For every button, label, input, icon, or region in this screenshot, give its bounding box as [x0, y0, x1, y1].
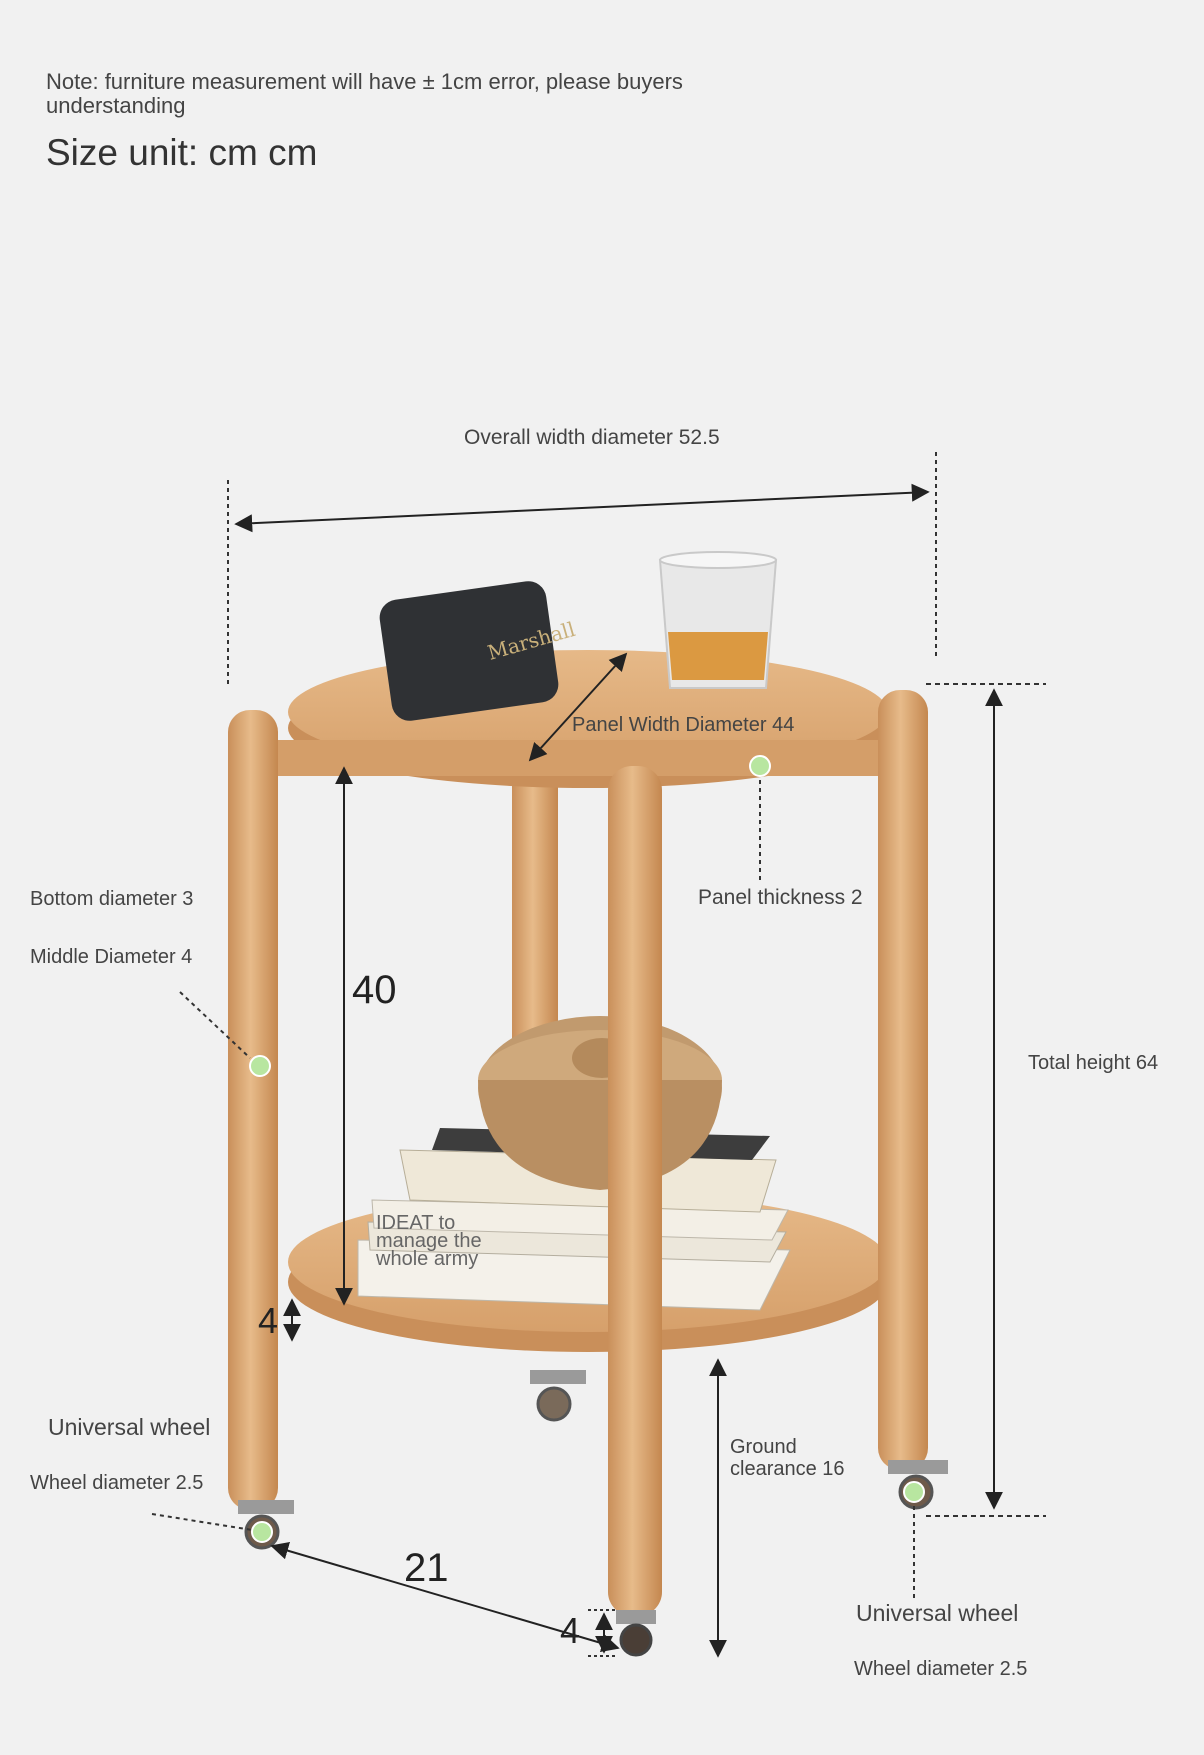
glass-prop [658, 551, 778, 689]
book-spine-text: IDEAT to manage the whole army [376, 1212, 482, 1270]
right-wheel-marker [903, 1481, 925, 1503]
middle-diameter-marker [249, 1055, 271, 1077]
left-leg [228, 710, 278, 1510]
back-leg [512, 740, 558, 1060]
middle-diameter-label: Middle Diameter 4 [30, 946, 193, 968]
front-wheel [616, 1610, 656, 1657]
left-wheel-name: Universal wheel [48, 1414, 211, 1440]
overall-width-arrow [234, 483, 930, 533]
right-wheel-diameter: Wheel diameter 2.5 [854, 1658, 1028, 1680]
shelf-thickness-label: 4 [258, 1300, 279, 1341]
wheel-height-label: 4 [560, 1610, 581, 1651]
right-leg [878, 690, 928, 1470]
middle-diameter-guide [179, 991, 251, 1059]
panel-width-arrow [528, 652, 628, 762]
panel-thickness-label: Panel thickness 2 [698, 886, 863, 909]
size-unit-heading: Size unit: cm cm [46, 132, 318, 173]
measurement-note: Note: furniture measurement will have ± … [46, 69, 683, 118]
left-wheel-guide [151, 1513, 253, 1531]
leg-spacing-label: 21 [404, 1546, 449, 1590]
ground-clearance-label: Ground clearance 16 [730, 1436, 845, 1480]
overall-width-label: Overall width diameter 52.5 [464, 426, 720, 449]
left-wheel-diameter: Wheel diameter 2.5 [30, 1472, 204, 1494]
shelf-gap-label: 40 [352, 968, 397, 1012]
total-height-label: Total height 64 [1028, 1052, 1159, 1074]
panel-width-label: Panel Width Diameter 44 [572, 714, 795, 736]
back-wheel [530, 1370, 586, 1422]
right-wheel-name: Universal wheel [856, 1600, 1019, 1626]
books-prop [357, 1128, 791, 1311]
top-apron [275, 740, 890, 776]
leg-spacing-arrow [270, 1541, 620, 1653]
left-wheel-marker [251, 1521, 273, 1543]
bottom-diameter-label: Bottom diameter 3 [30, 888, 194, 910]
front-leg [608, 766, 662, 1616]
panel-thickness-marker [749, 755, 771, 777]
